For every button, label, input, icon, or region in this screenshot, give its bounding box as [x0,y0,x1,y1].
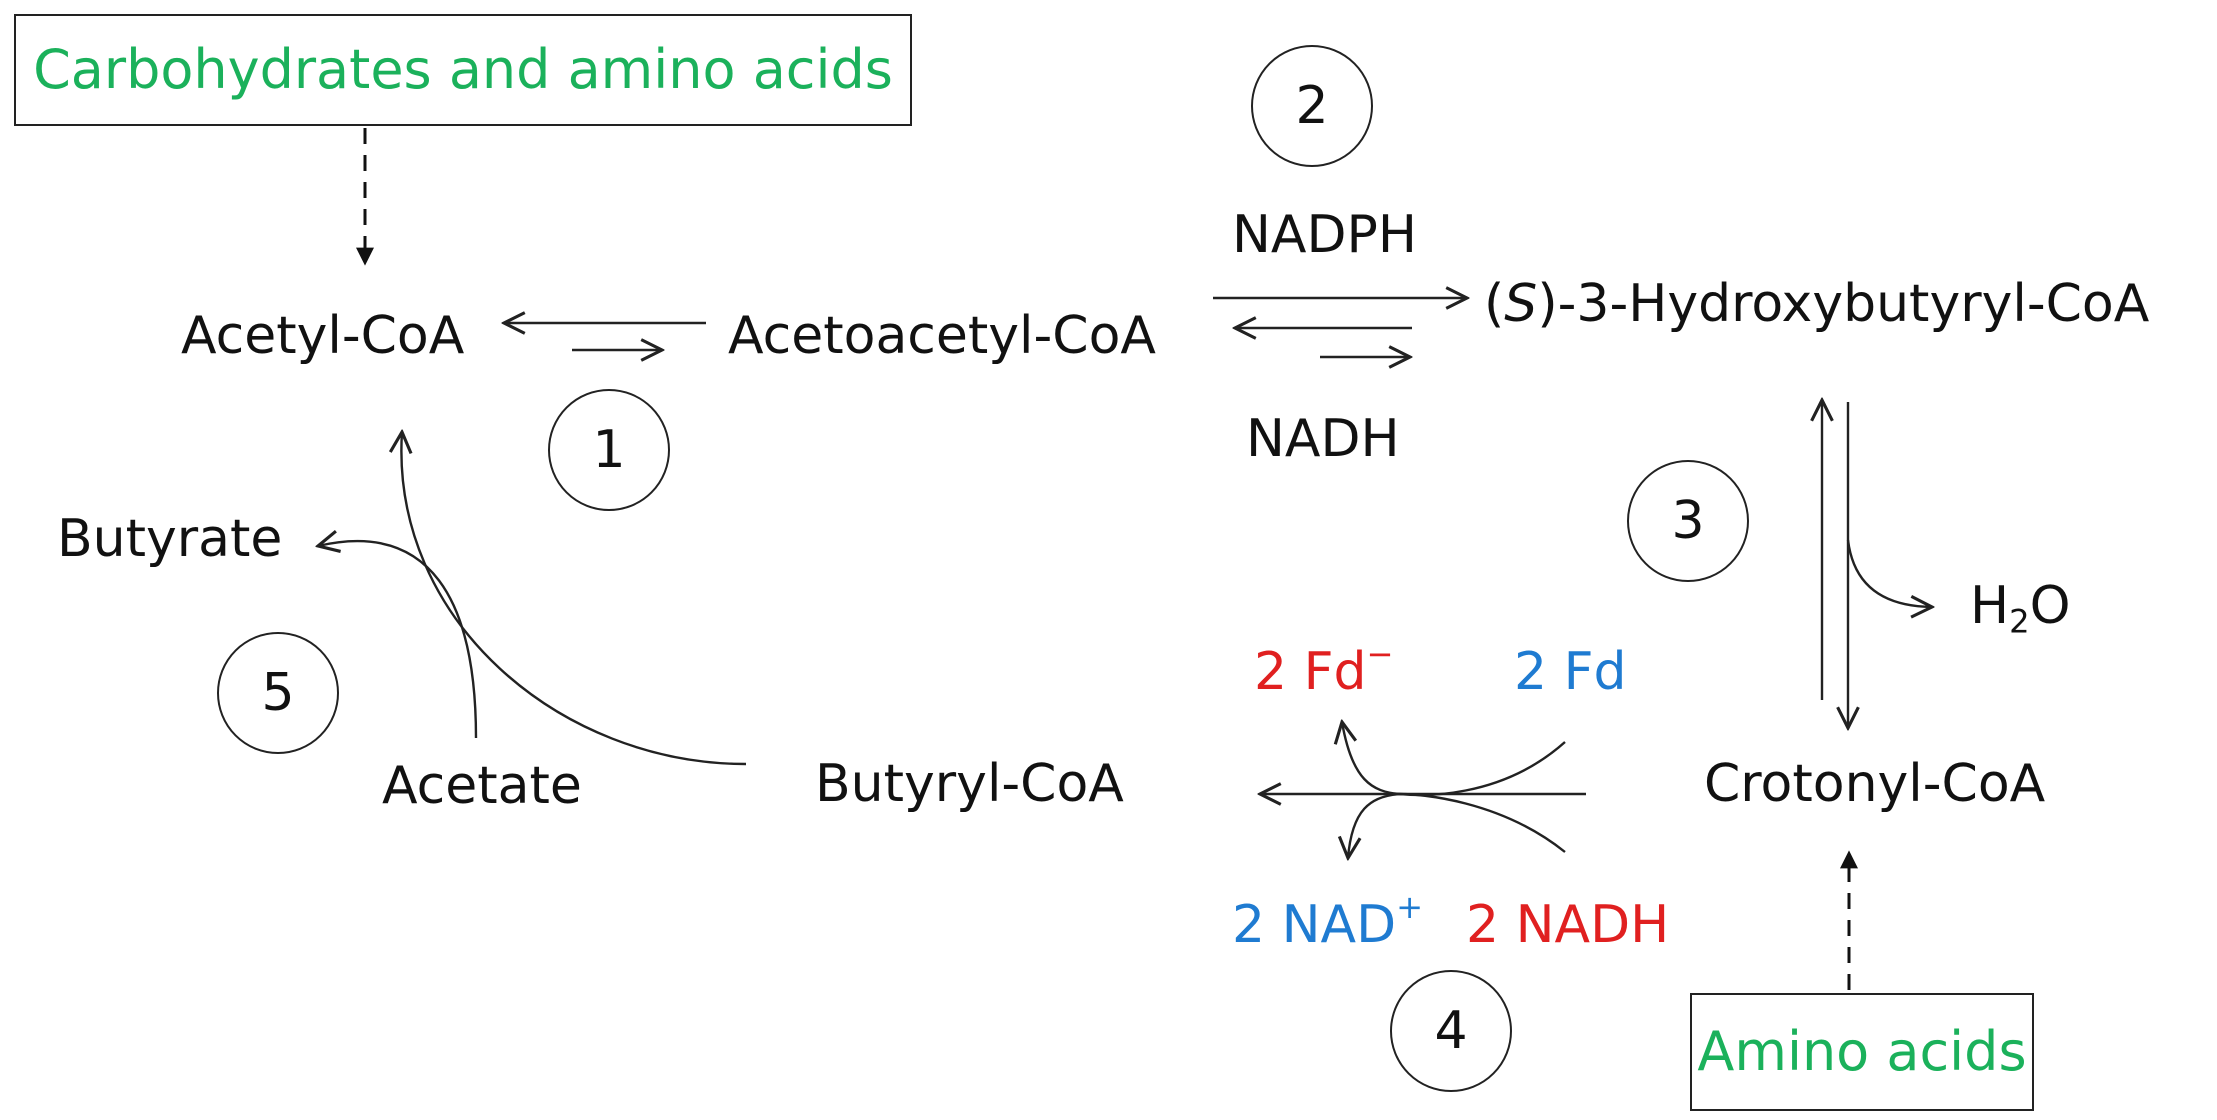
cofactor-nadph: NADPH [1232,205,1417,265]
arrow-fd-oxidized-to-fd-reduced [1342,722,1566,797]
cofactor-fd-oxidized: 2 Fd [1514,642,1627,702]
step-circle-1: 1 [548,389,670,511]
arrow-water-release [1846,539,1932,607]
cofactor-nadh: NADH [1246,409,1400,469]
step-circle-3: 3 [1627,460,1749,582]
arrow-acetate-to-butyrate [318,541,478,739]
source-label-carbohydrates: Carbohydrates and amino acids [33,38,893,101]
step-circle-5: 5 [217,632,339,754]
metabolite-butyrate: Butyrate [57,509,283,569]
metabolite-butyryl-coa: Butyryl-CoA [815,754,1124,814]
arrow-nadh-to-nad [1348,792,1566,858]
cofactor-nad-oxidized: 2 NAD+ [1232,887,1424,955]
metabolite-crotonyl-coa: Crotonyl-CoA [1704,754,2046,814]
arrow-butyrylcoa-to-acetylcoa [401,432,747,766]
cofactor-fd-reduced: 2 Fd− [1254,634,1394,702]
step-circle-2: 2 [1251,45,1373,167]
stereo-descriptor: S [1504,274,1538,334]
source-box-amino-acids: Amino acids [1690,993,2034,1111]
source-label-amino-acids: Amino acids [1697,1020,2027,1083]
metabolite-acetyl-coa: Acetyl-CoA [181,306,465,366]
source-box-carbohydrates: Carbohydrates and amino acids [14,14,912,126]
step-circle-4: 4 [1390,970,1512,1092]
metabolite-acetoacetyl-coa: Acetoacetyl-CoA [728,306,1156,366]
cofactor-water: H2O [1970,576,2071,641]
metabolite-hydroxybutyryl-coa: (S)-3-Hydroxybutyryl-CoA [1484,274,2150,334]
metabolite-acetate: Acetate [382,756,582,816]
cofactor-nadh-reduced: 2 NADH [1466,895,1670,955]
